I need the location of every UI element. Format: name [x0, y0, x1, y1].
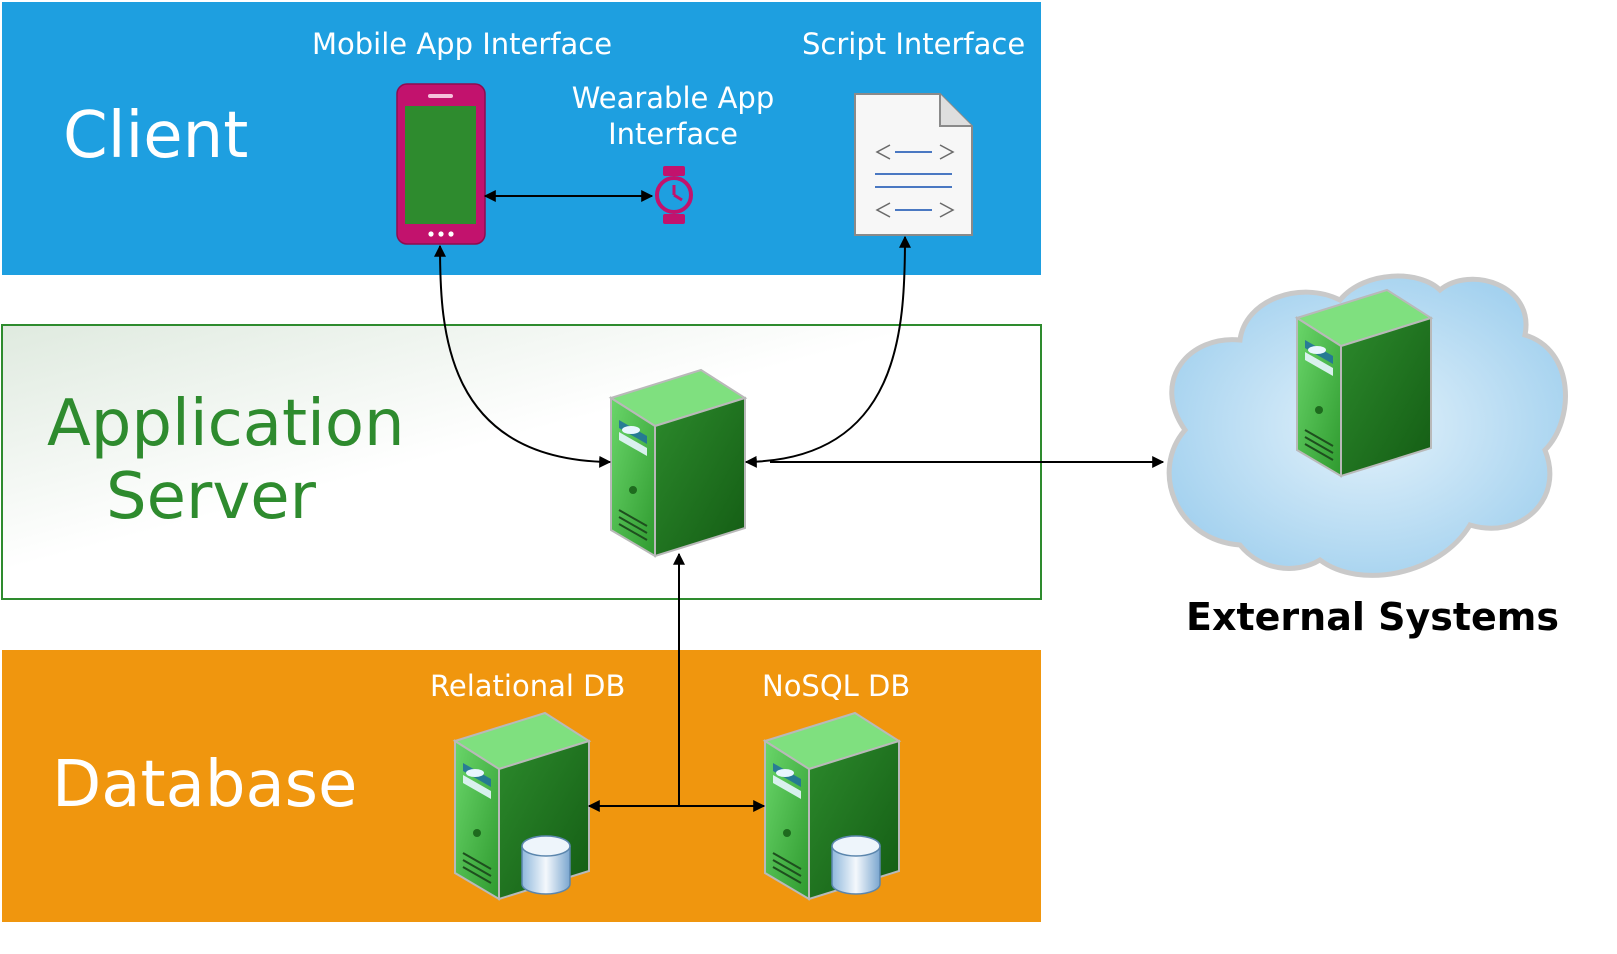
script-interface-label: Script Interface — [802, 27, 1025, 61]
smartwatch-icon — [655, 166, 693, 224]
nosql-db-label: NoSQL DB — [762, 669, 910, 703]
smartphone-icon — [396, 83, 486, 245]
client-layer-title: Client — [63, 99, 248, 173]
script-document-icon — [854, 93, 973, 236]
nosql-db-cylinder-icon — [831, 835, 881, 895]
relational-db-cylinder-icon — [521, 835, 571, 895]
app-server-layer-title-line2: Server — [106, 460, 317, 534]
mobile-app-label: Mobile App Interface — [312, 27, 612, 61]
database-layer-title: Database — [52, 748, 357, 822]
app-server-icon — [610, 369, 746, 557]
wearable-app-label-line2: Interface — [608, 117, 738, 151]
connector-phone-appserver — [434, 244, 612, 468]
wearable-app-label-line1: Wearable App — [572, 81, 774, 115]
connector-script-appserver — [744, 235, 911, 468]
app-server-layer-title-line1: Application — [47, 387, 405, 461]
external-systems-label: External Systems — [1186, 595, 1559, 639]
relational-db-label: Relational DB — [430, 669, 625, 703]
cloud-server-icon — [1296, 289, 1432, 477]
